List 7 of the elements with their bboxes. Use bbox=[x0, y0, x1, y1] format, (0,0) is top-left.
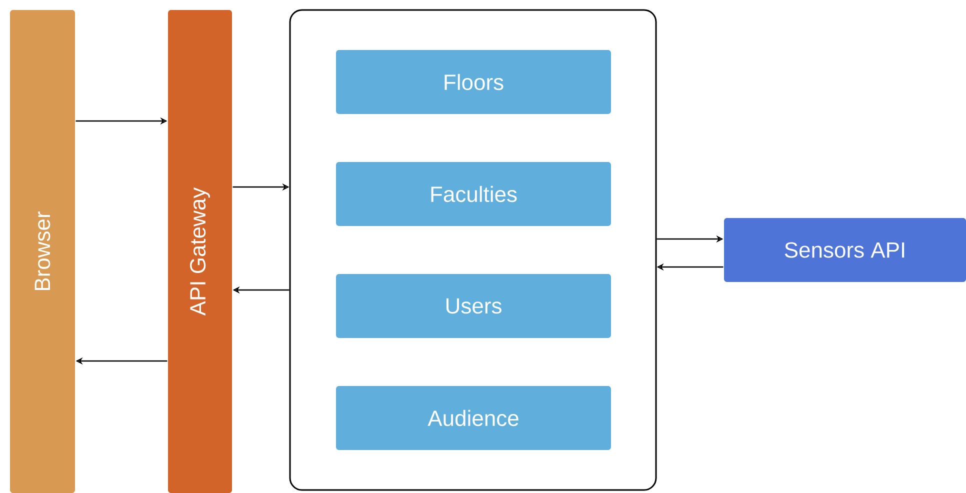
service-box: Audience bbox=[336, 386, 611, 450]
service-box: Users bbox=[336, 274, 611, 338]
column-bar: API Gateway bbox=[168, 10, 232, 493]
service-box: Faculties bbox=[336, 162, 611, 226]
service-box: Floors bbox=[336, 50, 611, 114]
service-box: Sensors API bbox=[724, 218, 966, 282]
column-bar: Browser bbox=[10, 10, 75, 493]
